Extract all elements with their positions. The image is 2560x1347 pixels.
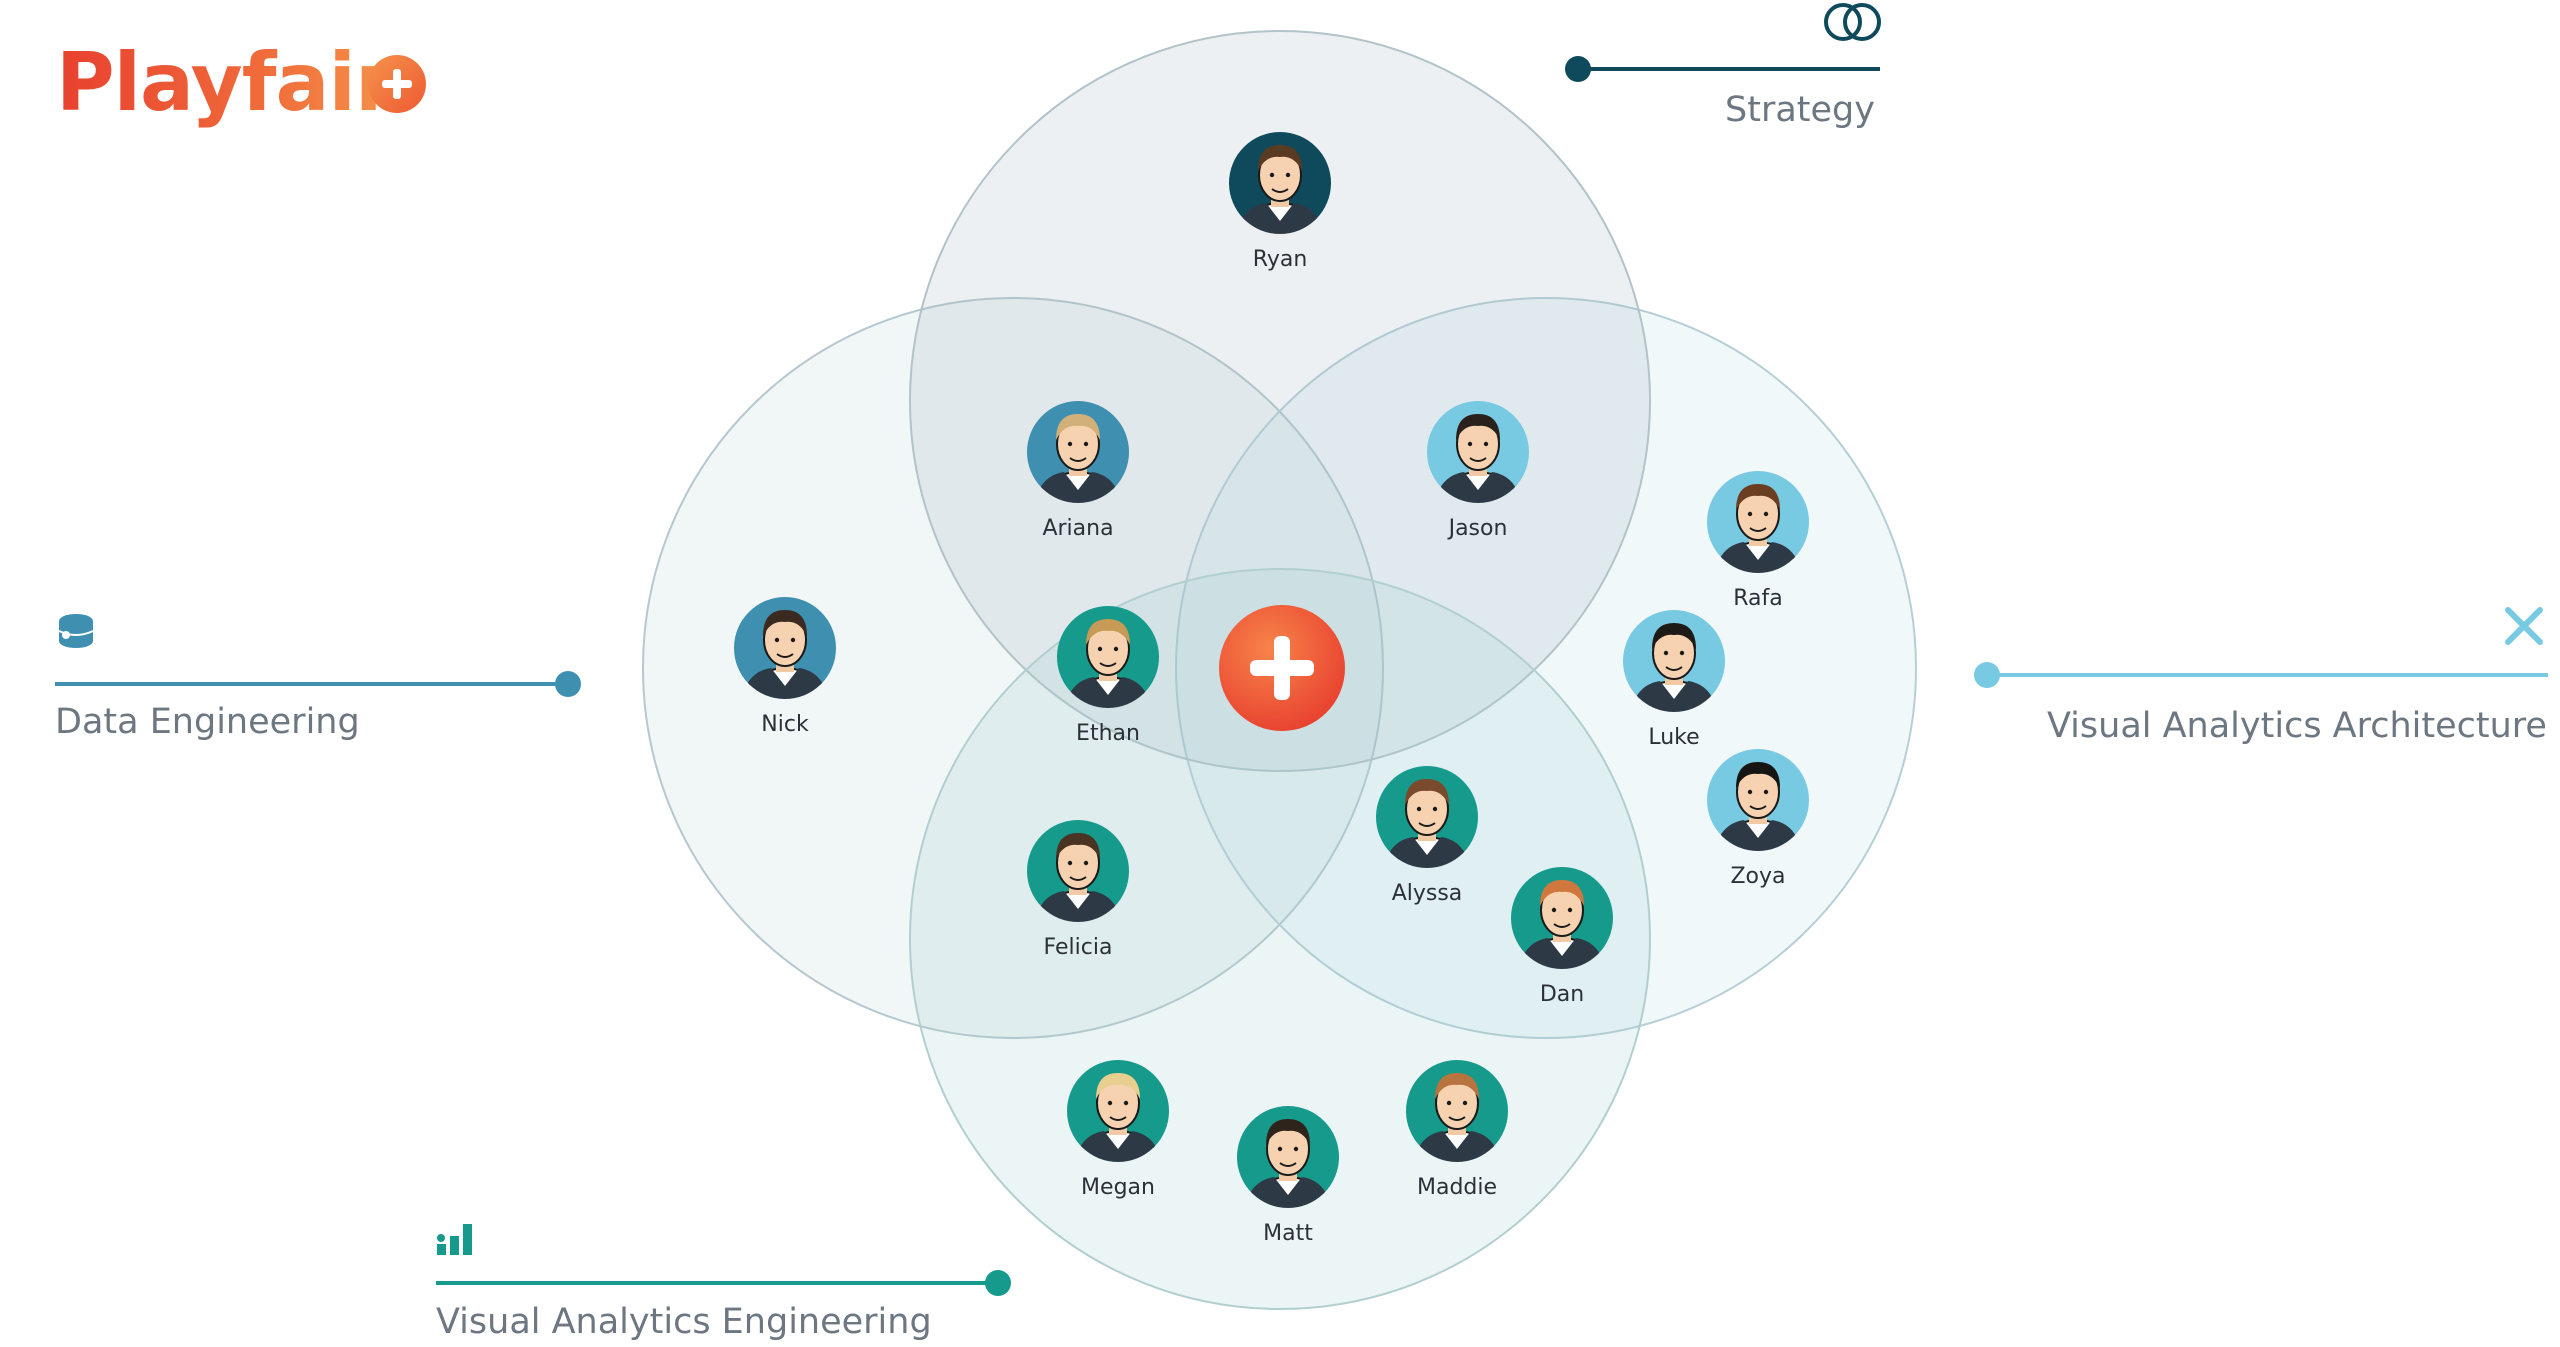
person-name-maddie: Maddie (1417, 1175, 1497, 1200)
person-name-rafa: Rafa (1733, 586, 1783, 611)
linked-rings-icon (1824, 3, 1881, 41)
brand-logo: Playfair (56, 36, 394, 129)
strategy-connector (1565, 56, 1880, 82)
data-engineering-connector (55, 671, 581, 697)
va-architecture-label: Visual Analytics Architecture (2047, 706, 2547, 746)
person-maddie: Maddie (1406, 1060, 1508, 1200)
avatar-felicia (1027, 820, 1129, 922)
venn-circle-strategy (909, 30, 1651, 772)
person-felicia: Felicia (1027, 820, 1129, 960)
person-name-alyssa: Alyssa (1392, 881, 1463, 906)
data-engineering-label: Data Engineering (55, 702, 360, 742)
va-architecture-connector (1974, 662, 2548, 688)
person-name-zoya: Zoya (1730, 864, 1785, 889)
person-name-luke: Luke (1648, 725, 1699, 750)
brand-plus-icon (368, 55, 426, 113)
va-engineering-label: Visual Analytics Engineering (436, 1302, 932, 1342)
person-name-jason: Jason (1447, 516, 1508, 541)
person-jason: Jason (1427, 401, 1529, 541)
va-engineering-connector (436, 1270, 1011, 1296)
venn-circle-data-engineering (642, 297, 1384, 1039)
avatar-jason (1427, 401, 1529, 503)
person-name-dan: Dan (1540, 982, 1584, 1007)
person-name-ryan: Ryan (1253, 247, 1308, 272)
person-name-ethan: Ethan (1076, 721, 1140, 746)
person-name-megan: Megan (1081, 1175, 1155, 1200)
person-name-nick: Nick (761, 712, 809, 737)
person-megan: Megan (1067, 1060, 1169, 1200)
person-name-felicia: Felicia (1044, 935, 1113, 960)
center-plus-icon (1219, 605, 1345, 731)
person-name-ariana: Ariana (1042, 516, 1113, 541)
person-name-matt: Matt (1263, 1221, 1313, 1246)
bar-chart-icon (437, 1224, 472, 1255)
database-icon (58, 614, 94, 648)
strategy-label: Strategy (1725, 90, 1875, 130)
ruler-pencil-icon (2505, 607, 2543, 645)
